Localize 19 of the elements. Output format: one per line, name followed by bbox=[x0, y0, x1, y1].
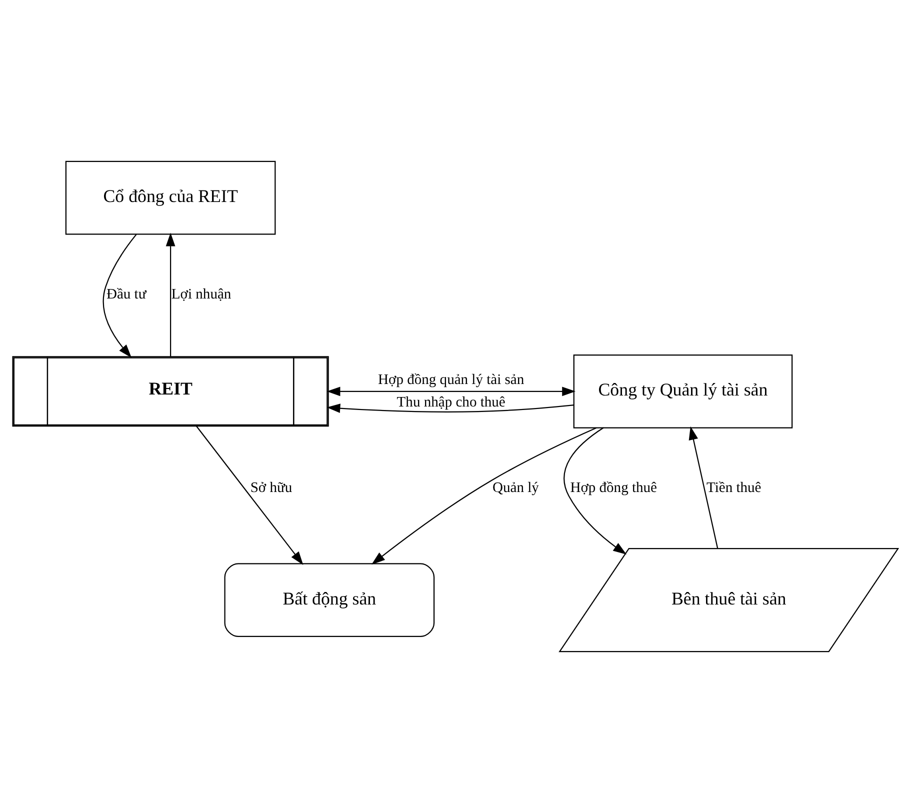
arrow bbox=[326, 403, 574, 412]
arrow bbox=[166, 232, 176, 356]
edge-label: Lợi nhuận bbox=[171, 286, 232, 302]
arrow bbox=[326, 386, 576, 396]
edge-label: Hợp đồng thuê bbox=[570, 479, 658, 496]
node-box: Công ty Quản lý tài sản bbox=[573, 354, 793, 428]
edge-label: Hợp đồng quản lý tài sản bbox=[378, 372, 524, 388]
node-box: Bất động sản bbox=[224, 562, 435, 636]
edge-label: Đầu tư bbox=[106, 286, 146, 302]
arrow bbox=[196, 425, 304, 564]
node-box: Cổ đông của REIT bbox=[65, 160, 276, 234]
edge-label: Quản lý bbox=[492, 479, 539, 496]
edge-label: Sở hữu bbox=[250, 479, 292, 496]
edge-label: Tiền thuê bbox=[706, 479, 762, 496]
arrow bbox=[688, 426, 718, 548]
arrow bbox=[102, 234, 137, 358]
arrow bbox=[564, 426, 627, 554]
arrow bbox=[372, 426, 597, 564]
edge-label: Thu nhập cho thuê bbox=[396, 394, 506, 410]
